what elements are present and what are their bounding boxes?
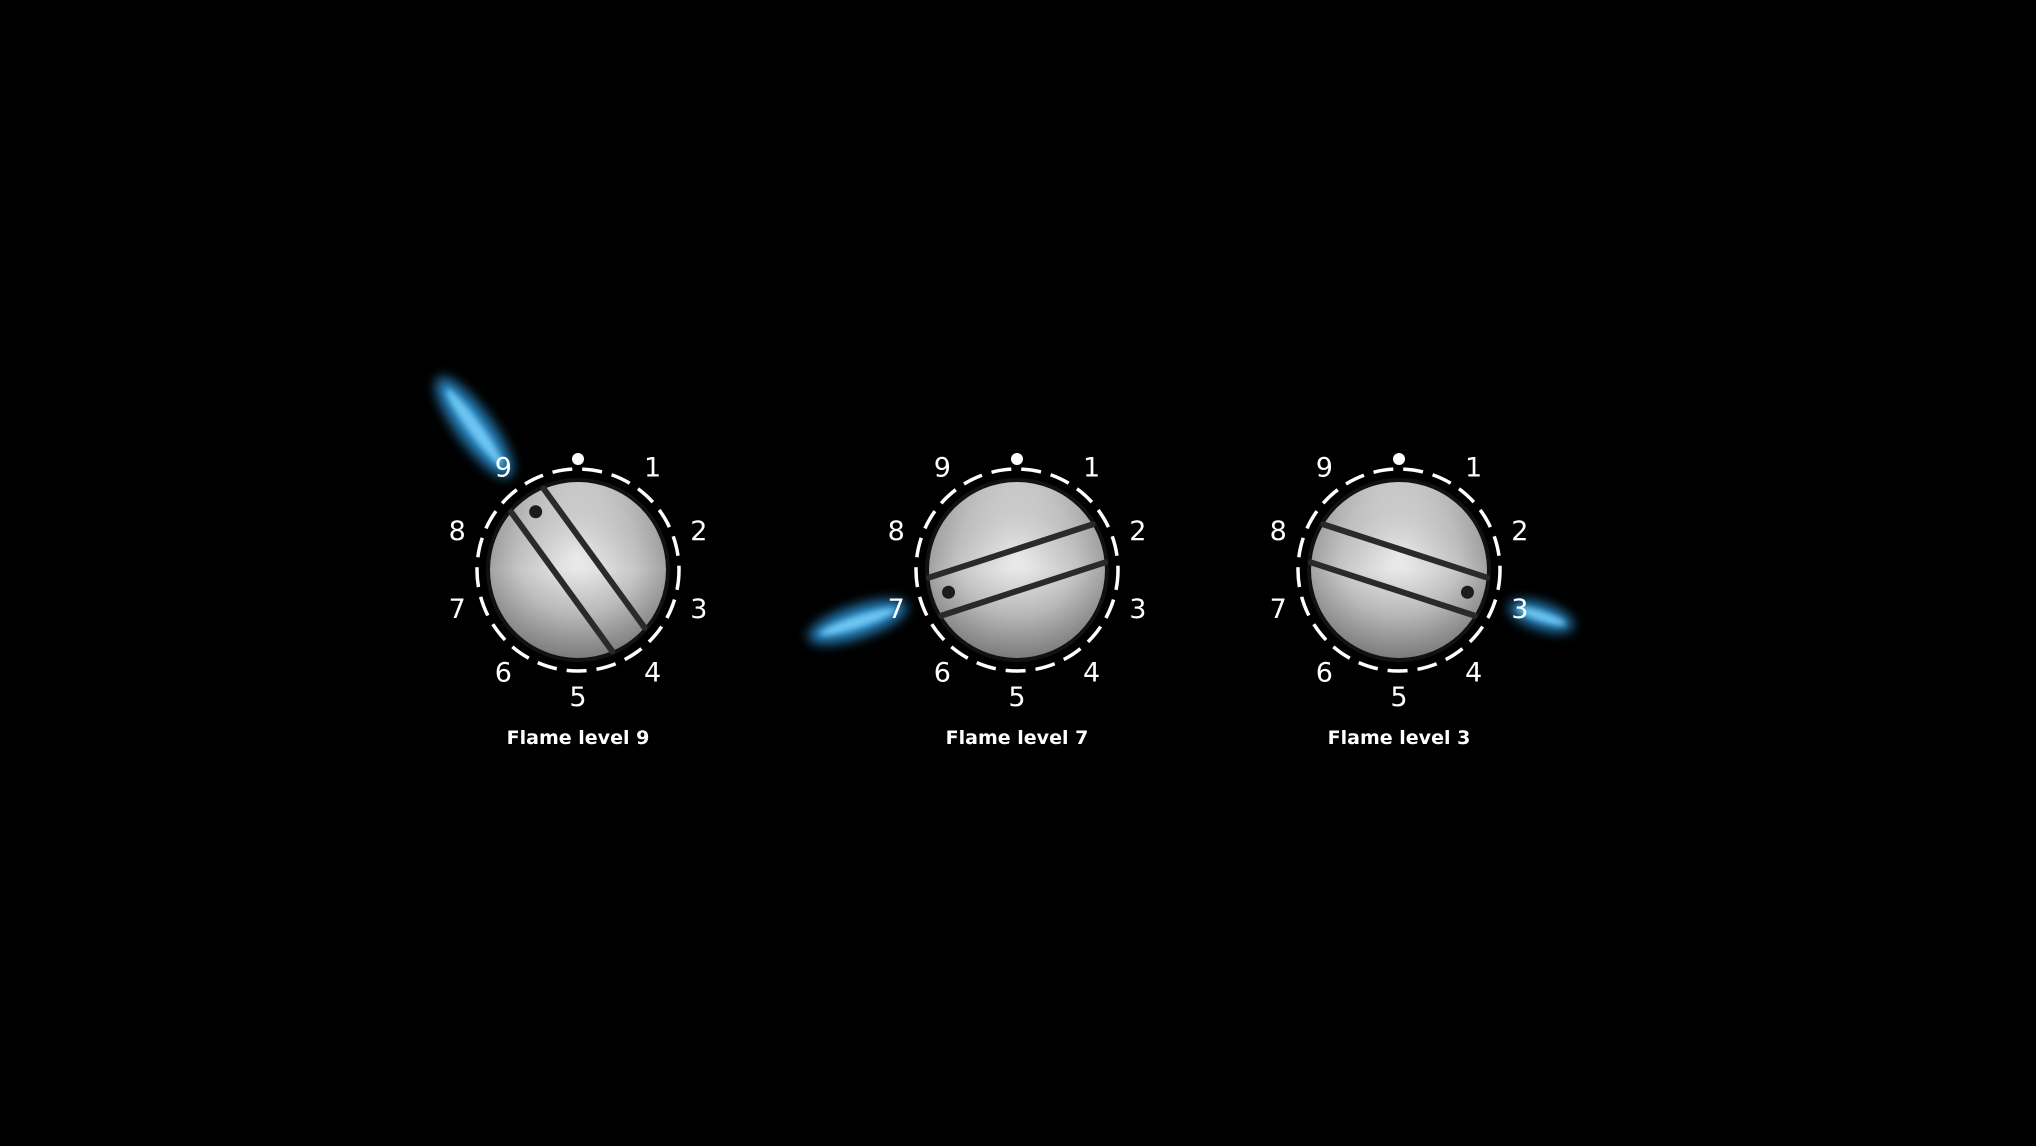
flame-core [446,389,503,466]
dial-number-1: 1 [1083,452,1100,483]
flame-core [819,608,896,636]
dial-scale-ring [1296,467,1502,673]
grip-groove [508,509,616,655]
level-indicator-dot [1460,585,1474,599]
off-position-dot [1393,453,1405,465]
dial-number-1: 1 [1465,452,1482,483]
dial-number-4: 4 [1083,658,1100,689]
dial-number-4: 4 [644,658,661,689]
dial-number-8: 8 [1270,516,1287,547]
grip-groove [540,485,648,631]
dial-number-7: 7 [449,594,466,625]
dial-number-3: 3 [1511,594,1528,625]
knob-sheen [929,482,1105,658]
off-position-dot [1011,453,1023,465]
flame-level-caption: Flame level 3 [1328,727,1471,749]
level-indicator-dot [529,505,543,519]
dial-number-4: 4 [1465,658,1482,689]
dial-number-9: 9 [495,452,512,483]
dial-number-9: 9 [1316,452,1333,483]
grip-groove [926,521,1096,581]
dial-number-1: 1 [644,452,661,483]
dial-number-2: 2 [1511,516,1528,547]
off-position-dot [572,453,584,465]
knob-sheen [490,482,666,658]
dial-number-6: 6 [1316,658,1333,689]
knob-grip [508,485,648,655]
grip-groove [1308,559,1478,619]
dial-number-2: 2 [690,516,707,547]
dial-number-8: 8 [888,516,905,547]
dial-number-8: 8 [449,516,466,547]
dial-number-9: 9 [934,452,951,483]
flame-level-caption: Flame level 7 [946,727,1089,749]
dial-number-5: 5 [569,682,586,713]
grip-groove [938,559,1108,619]
knob-grip [926,521,1108,619]
dial-number-7: 7 [1270,594,1287,625]
knob-grip [1308,521,1490,619]
dial-number-7: 7 [888,594,905,625]
flame-core [1516,607,1566,626]
dial-number-5: 5 [1008,682,1025,713]
dial-number-2: 2 [1129,516,1146,547]
level-indicator-dot [942,585,956,599]
dial-number-3: 3 [1129,594,1146,625]
knob-sheen [1311,482,1487,658]
dial-number-6: 6 [934,658,951,689]
dial-number-3: 3 [690,594,707,625]
dial-scale-ring [475,467,681,673]
grip-groove [1320,521,1490,581]
dial-scale-ring [914,467,1120,673]
flame-level-caption: Flame level 9 [507,727,650,749]
dial-number-5: 5 [1390,682,1407,713]
dial-number-6: 6 [495,658,512,689]
